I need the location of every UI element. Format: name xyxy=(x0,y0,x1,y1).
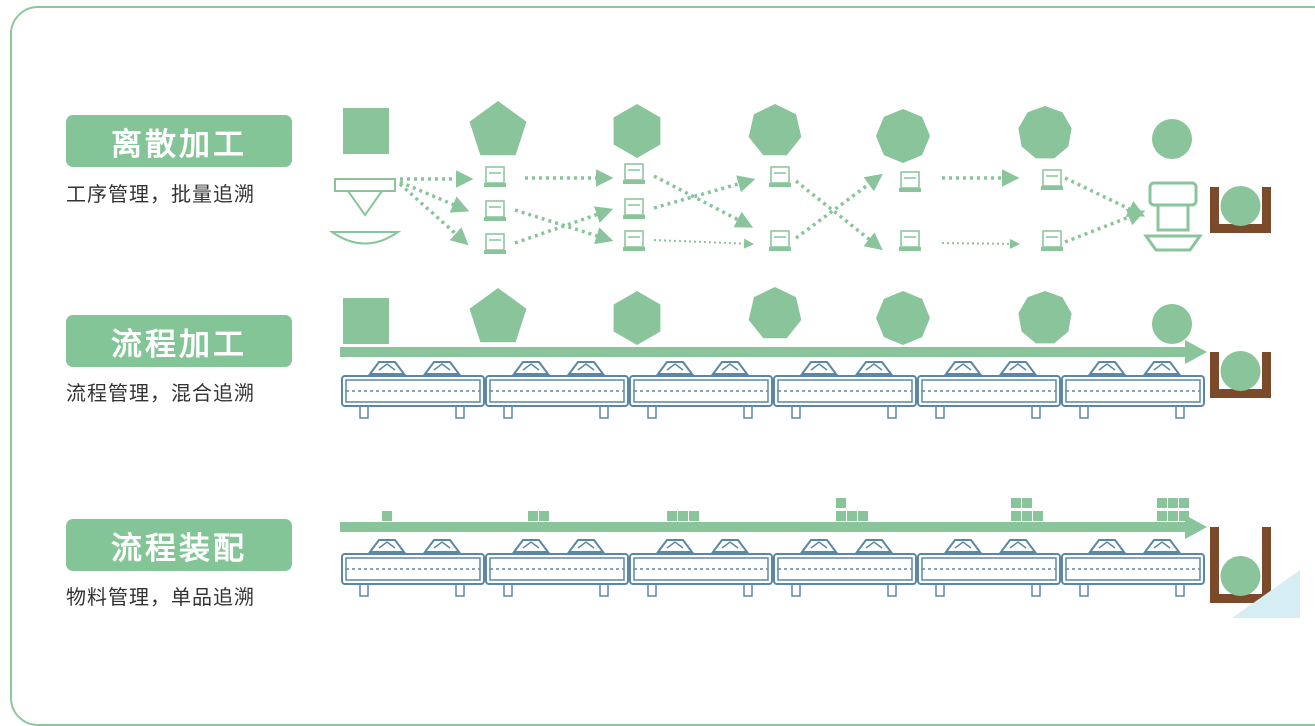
row-subtitle-process: 流程管理，混合追溯 xyxy=(66,381,255,405)
assembly-arrow-head xyxy=(1185,515,1207,539)
component-block xyxy=(667,511,677,521)
workpiece-hexagon xyxy=(613,104,661,158)
conveyor-module xyxy=(917,539,1061,597)
component-block xyxy=(689,511,699,521)
workpiece-nonagon xyxy=(1018,106,1072,159)
workpiece-pentagon xyxy=(469,101,527,156)
cnc-machine-icon xyxy=(1041,230,1063,251)
workpiece-octagon xyxy=(876,109,930,163)
workpiece xyxy=(1152,304,1192,344)
conveyor-module xyxy=(629,361,773,419)
cnc-machine-icon xyxy=(1041,169,1063,190)
conveyor-module xyxy=(773,361,917,419)
flow-arrow xyxy=(653,175,756,210)
flow-arrow xyxy=(1064,208,1146,244)
workpiece-heptagon xyxy=(748,104,802,156)
workpiece xyxy=(1018,291,1072,344)
assembly-robot-icon xyxy=(899,230,921,251)
row-subtitle-assembly: 物料管理，单品追溯 xyxy=(66,585,255,609)
process-arrow-head xyxy=(1185,340,1207,364)
conveyor-module xyxy=(485,539,629,597)
big-robot-icon xyxy=(1143,181,1203,252)
workpiece-square xyxy=(343,108,389,154)
component-block xyxy=(528,511,538,521)
conveyor-module xyxy=(629,539,773,597)
conveyor-module xyxy=(1061,539,1205,597)
workpiece-circle xyxy=(1152,119,1192,159)
component-block xyxy=(836,511,846,521)
row-title-discrete: 离散加工 xyxy=(66,115,292,167)
workpiece xyxy=(876,291,930,345)
flow-arrow xyxy=(1064,176,1146,217)
robot-cart-icon xyxy=(484,200,506,221)
component-block xyxy=(678,511,688,521)
row-title-process: 流程加工 xyxy=(66,315,292,367)
flow-arrow xyxy=(941,238,1020,249)
workpiece xyxy=(613,291,661,345)
robot-cart-icon xyxy=(484,166,506,187)
flow-arrow xyxy=(794,179,883,251)
bin-icon xyxy=(1210,186,1271,233)
component-block xyxy=(1157,498,1167,508)
workpiece xyxy=(748,287,802,339)
flow-arrow xyxy=(398,182,469,246)
cnc-machine-icon xyxy=(623,230,645,251)
cnc-machine-icon xyxy=(623,198,645,219)
component-block xyxy=(539,511,549,521)
component-block xyxy=(1033,511,1043,521)
component-block xyxy=(1022,511,1032,521)
flow-arrow xyxy=(653,238,754,249)
component-block xyxy=(1011,498,1021,508)
conveyor-line xyxy=(341,361,1205,419)
robot-arm-icon xyxy=(769,230,791,251)
assembly-flow xyxy=(340,498,1271,603)
component-block xyxy=(1157,511,1167,521)
component-block xyxy=(847,511,857,521)
workpiece xyxy=(469,288,527,343)
conveyor-module xyxy=(773,539,917,597)
component-block xyxy=(1179,498,1189,508)
robot-cart-icon xyxy=(484,233,506,254)
conveyor-module xyxy=(1061,361,1205,419)
assembly-robot-icon xyxy=(899,171,921,192)
flow-arrow xyxy=(399,180,470,213)
robot-arm-icon xyxy=(769,166,791,187)
row-title-assembly: 流程装配 xyxy=(66,519,292,571)
corner-decoration xyxy=(1232,570,1300,618)
component-block xyxy=(1179,511,1189,521)
bin-icon xyxy=(1210,527,1271,603)
conveyor-module xyxy=(341,361,485,419)
cnc-machine-icon xyxy=(623,163,645,184)
conveyor-module xyxy=(485,361,629,419)
flow-arrow xyxy=(794,173,883,240)
component-block xyxy=(858,511,868,521)
flow-arrow xyxy=(514,206,614,245)
row-subtitle-discrete: 工序管理，批量追溯 xyxy=(66,182,255,206)
conveyor-module xyxy=(341,539,485,597)
conveyor-module xyxy=(917,361,1061,419)
product-ball xyxy=(1220,556,1261,596)
discrete-flow xyxy=(328,101,1271,254)
workpiece xyxy=(343,298,389,344)
component-block xyxy=(1022,498,1032,508)
crane-icon xyxy=(328,178,402,245)
component-block xyxy=(1168,498,1178,508)
component-block xyxy=(1011,511,1021,521)
component-block xyxy=(382,511,392,521)
conveyor-line xyxy=(341,539,1205,597)
process-flow xyxy=(340,287,1271,419)
component-block xyxy=(836,498,846,508)
product-ball xyxy=(1220,186,1261,226)
product-ball xyxy=(1220,351,1261,391)
bin-icon xyxy=(1210,351,1271,398)
component-block xyxy=(1168,511,1178,521)
